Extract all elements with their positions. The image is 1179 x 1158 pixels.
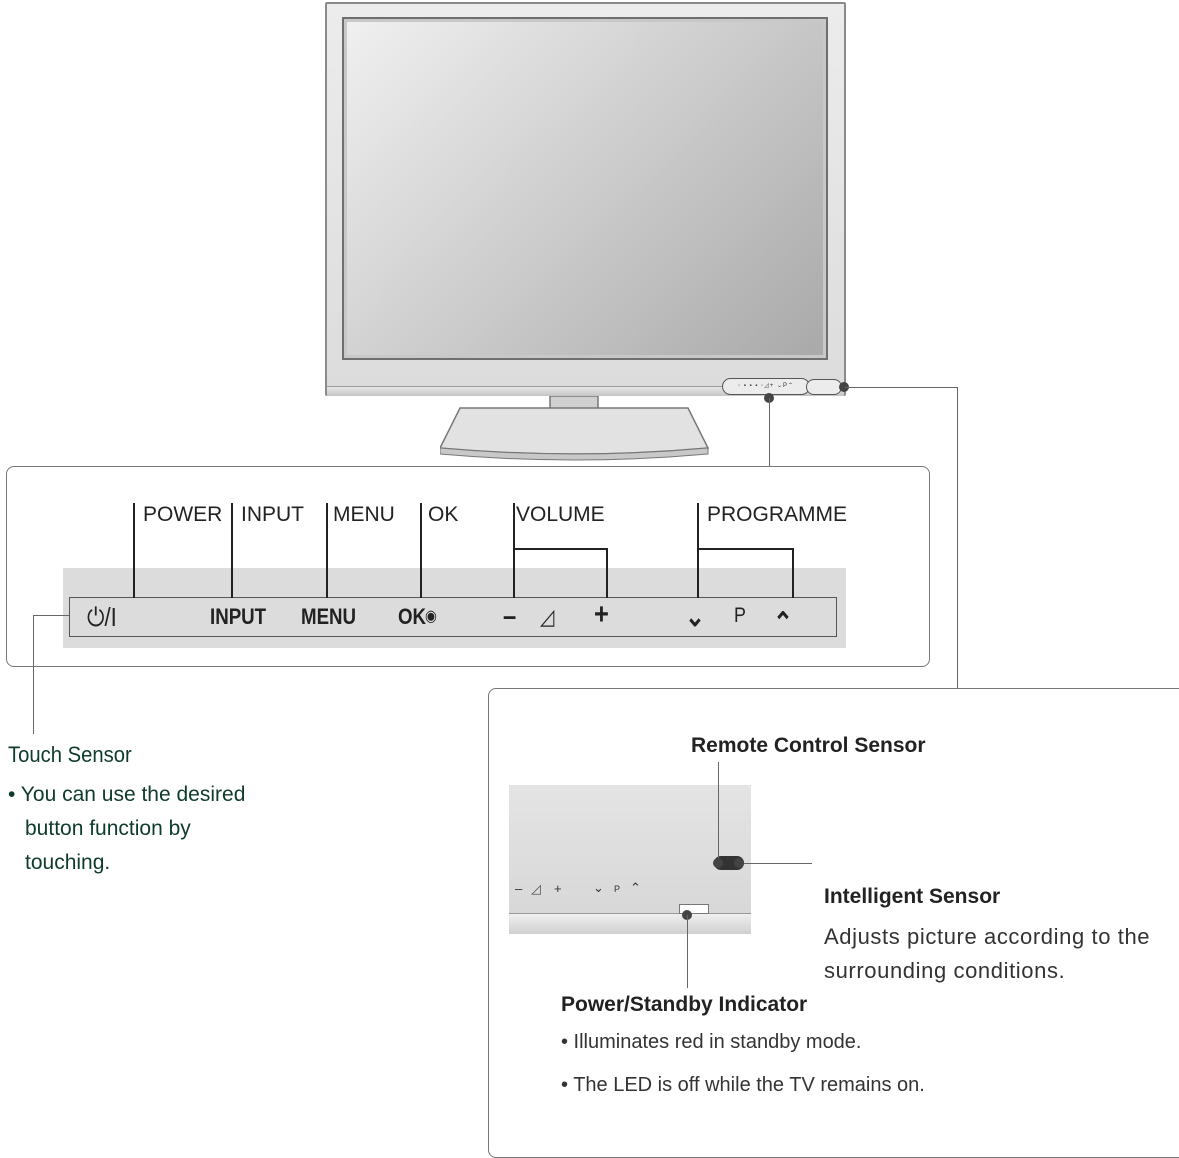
sensor-connector-line-h bbox=[845, 387, 957, 388]
menu-label: MENU bbox=[333, 503, 395, 526]
volume-up-button[interactable]: + bbox=[594, 598, 609, 631]
power-label: POWER bbox=[143, 503, 223, 526]
touch-sensor-leader-v bbox=[33, 615, 34, 734]
touch-sensor-leader-h bbox=[33, 615, 69, 616]
detail-vol-down: – bbox=[515, 881, 523, 896]
ok-button-icon: ◉ bbox=[425, 608, 437, 625]
volume-label-line bbox=[513, 503, 515, 598]
power-indicator-bullet-2: • The LED is off while the TV remains on… bbox=[561, 1074, 925, 1096]
detail-prog-down: ⌄ bbox=[593, 880, 604, 895]
menu-button[interactable]: MENU bbox=[301, 604, 357, 629]
power-indicator-title: Power/Standby Indicator bbox=[561, 993, 808, 1016]
volume-bracket-line bbox=[513, 548, 607, 550]
detail-prog-p: P bbox=[614, 884, 621, 894]
touch-sensor-line-1: • You can use the desired bbox=[8, 783, 246, 806]
power-led-leader bbox=[687, 915, 688, 988]
intelligent-sensor-leader bbox=[744, 863, 812, 864]
detail-prog-up: ⌃ bbox=[630, 880, 641, 895]
power-indicator-bullet-1: • Illuminates red in standby mode. bbox=[561, 1031, 862, 1053]
intelligent-sensor-line-1: Adjusts picture according to the bbox=[824, 924, 1151, 949]
programme-up-button[interactable]: ⌃ bbox=[773, 607, 793, 638]
detail-vol-icon: ◿ bbox=[531, 881, 541, 896]
programme-p-label: P bbox=[734, 604, 746, 627]
programme-down-button[interactable]: ⌄ bbox=[685, 601, 705, 632]
programme-up-line bbox=[792, 548, 794, 598]
programme-label-line bbox=[697, 503, 699, 598]
tv-bottom-strip bbox=[327, 386, 844, 396]
touch-sensor-line-3: touching. bbox=[25, 851, 111, 874]
input-label: INPUT bbox=[241, 503, 304, 526]
tv-stand bbox=[440, 396, 710, 461]
tv-front-sensor bbox=[806, 379, 842, 395]
intelligent-sensor-title: Intelligent Sensor bbox=[824, 885, 1001, 908]
sensor-callout-dot bbox=[839, 382, 849, 392]
ok-button[interactable]: OK bbox=[398, 604, 427, 629]
menu-label-line bbox=[326, 503, 328, 598]
touch-sensor-title: Touch Sensor bbox=[8, 742, 132, 767]
power-led bbox=[679, 904, 709, 914]
remote-sensor-title: Remote Control Sensor bbox=[691, 734, 926, 757]
power-button[interactable]: ⏻/I bbox=[87, 602, 117, 632]
remote-sensor-dot bbox=[713, 858, 723, 868]
touch-sensor-line-2: button function by bbox=[25, 817, 191, 840]
volume-down-button[interactable]: – bbox=[503, 600, 517, 631]
detail-strip bbox=[509, 913, 751, 934]
programme-bracket-line bbox=[697, 548, 793, 550]
remote-sensor-leader bbox=[718, 762, 719, 863]
ok-label: OK bbox=[428, 503, 459, 526]
detail-vol-up: + bbox=[554, 881, 562, 896]
button-strip bbox=[69, 597, 837, 637]
input-label-line bbox=[231, 503, 233, 598]
volume-up-line bbox=[606, 548, 608, 598]
power-label-line bbox=[133, 503, 135, 533]
detail-panel bbox=[509, 785, 751, 931]
input-button[interactable]: INPUT bbox=[210, 604, 267, 629]
volume-triangle-icon: ◿ bbox=[540, 604, 555, 629]
sensor-connector-line-v bbox=[957, 387, 958, 688]
power-label-line-lower bbox=[133, 533, 135, 598]
intelligent-sensor-line-2: surrounding conditions. bbox=[824, 958, 1066, 983]
ok-label-line bbox=[420, 503, 422, 598]
programme-label: PROGRAMME bbox=[707, 503, 848, 526]
intelligent-sensor-dot bbox=[734, 858, 744, 868]
controls-connector-line bbox=[769, 398, 770, 466]
volume-label: VOLUME bbox=[516, 503, 605, 526]
tv-screen bbox=[347, 22, 823, 355]
